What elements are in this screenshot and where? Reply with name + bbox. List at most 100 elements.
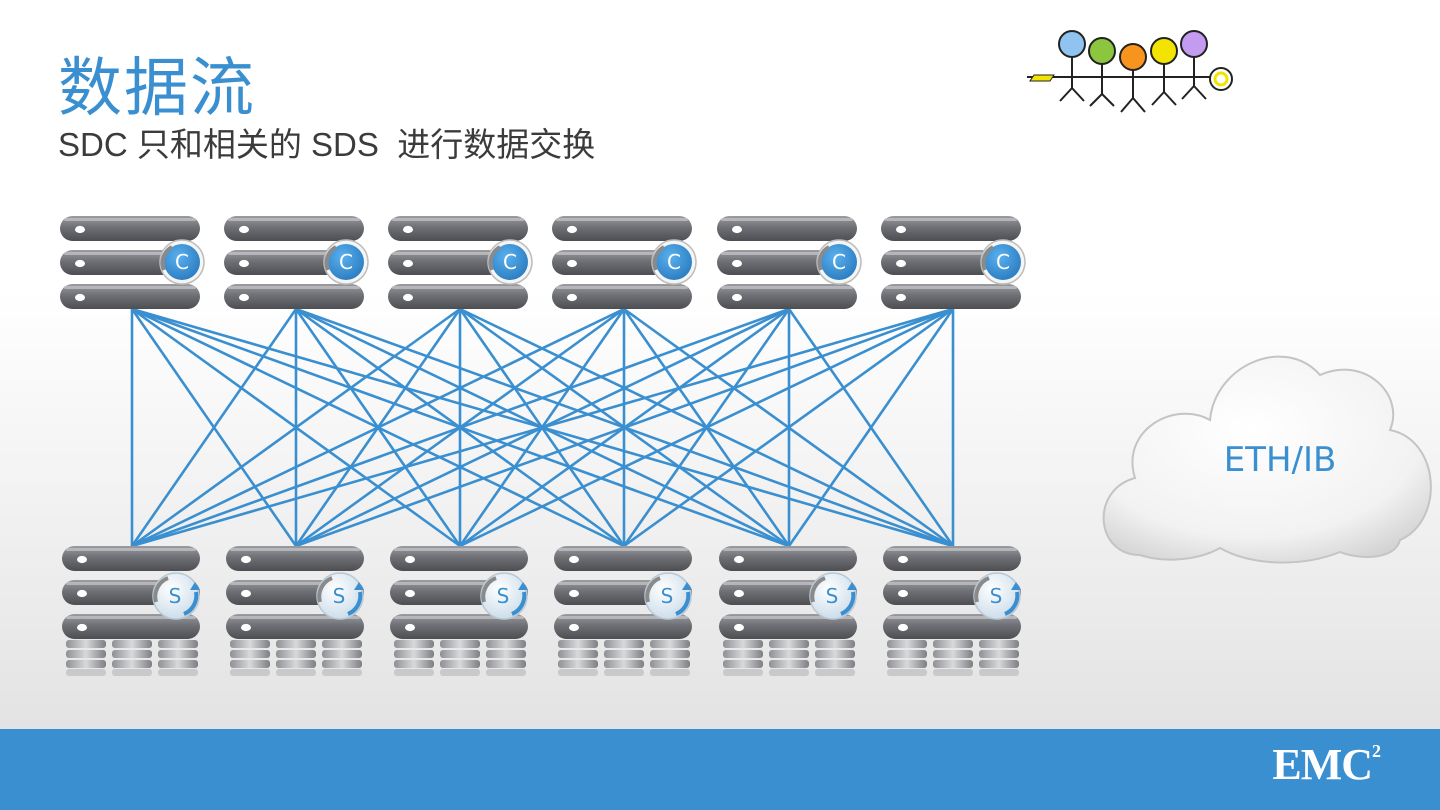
badge-arc — [481, 576, 497, 603]
disk-platter — [723, 660, 763, 668]
disk-stack-icon — [158, 640, 198, 676]
led-indicator — [75, 293, 85, 302]
connection-line — [130, 308, 298, 547]
sdc-badge-label: C — [996, 250, 1010, 274]
badge-arc — [817, 245, 831, 271]
slab-highlight — [394, 616, 524, 619]
sds-badge-label: S — [826, 584, 839, 608]
sdc-badge-icon — [656, 244, 692, 280]
slab-highlight — [230, 616, 360, 619]
sds-storage-server: S — [226, 546, 364, 676]
slide-subtitle: SDC 只和相关的 SDS 进行数据交换 — [58, 126, 596, 163]
disk-platter — [322, 650, 362, 658]
led-indicator — [569, 555, 579, 564]
sdc-client-server: C — [717, 216, 862, 309]
disk-platter — [604, 650, 644, 658]
disk-platter — [650, 640, 690, 648]
connection-lines — [130, 307, 955, 548]
sdc-client-server: C — [388, 216, 533, 309]
disk-platter — [933, 660, 973, 668]
disk-platter — [112, 660, 152, 668]
badge-arrow — [518, 582, 528, 590]
led-indicator — [239, 259, 249, 268]
server-slab — [226, 614, 364, 639]
disk-reflection — [815, 669, 855, 676]
connection-line — [623, 307, 954, 548]
disk-platter — [230, 650, 270, 658]
disk-reflection — [230, 669, 270, 676]
disk-stack-icon — [66, 640, 106, 676]
disk-platter — [979, 640, 1019, 648]
led-indicator — [75, 259, 85, 268]
sdc-badge-icon — [328, 244, 364, 280]
disk-platter — [979, 660, 1019, 668]
badge-arc — [160, 245, 174, 271]
led-indicator — [239, 293, 249, 302]
led-indicator — [77, 589, 87, 598]
disk-platter — [723, 650, 763, 658]
footer-bar: EMC2 — [0, 729, 1440, 810]
slab-highlight — [723, 616, 853, 619]
badge-arrow — [847, 582, 857, 590]
sdc-client-server: C — [881, 216, 1026, 309]
led-indicator — [734, 623, 744, 632]
disk-platter — [276, 650, 316, 658]
server-slab — [62, 546, 200, 571]
slab-highlight — [885, 286, 1017, 289]
led-indicator — [241, 589, 251, 598]
disk-platter — [440, 650, 480, 658]
disk-platter — [650, 660, 690, 668]
led-indicator — [405, 555, 415, 564]
slab-highlight — [66, 616, 196, 619]
server-slab — [881, 216, 1021, 241]
disk-platter — [230, 660, 270, 668]
sds-badge-icon — [644, 572, 692, 620]
disk-stack-icon — [604, 640, 644, 676]
server-slab — [552, 216, 692, 241]
disk-reflection — [604, 669, 644, 676]
server-slab — [62, 614, 200, 639]
led-indicator — [898, 623, 908, 632]
disk-stack-icon — [230, 640, 270, 676]
server-slab — [881, 284, 1021, 309]
disk-stack-icon — [322, 640, 362, 676]
disk-platter — [933, 640, 973, 648]
slab-highlight — [558, 548, 688, 551]
server-slab — [883, 546, 1021, 571]
disk-platter — [887, 660, 927, 668]
server-slab — [719, 546, 857, 571]
slab-highlight — [64, 286, 196, 289]
disk-stack-icon — [933, 640, 973, 676]
disk-reflection — [933, 669, 973, 676]
server-slab — [554, 614, 692, 639]
led-indicator — [405, 589, 415, 598]
disk-stack-icon — [887, 640, 927, 676]
sds-storage-server: S — [62, 546, 200, 676]
disk-platter — [933, 650, 973, 658]
cloud-label: ETH/IB — [1223, 440, 1337, 480]
slab-highlight — [887, 616, 1017, 619]
disk-platter — [486, 650, 526, 658]
network-cloud-icon — [1102, 355, 1432, 564]
led-indicator — [75, 225, 85, 234]
disk-platter — [440, 660, 480, 668]
badge-arc — [153, 576, 169, 603]
server-slab — [717, 216, 857, 241]
slab-highlight — [392, 218, 524, 221]
led-indicator — [896, 225, 906, 234]
led-indicator — [77, 623, 87, 632]
disk-platter — [276, 640, 316, 648]
disk-platter — [769, 650, 809, 658]
led-indicator — [732, 293, 742, 302]
disk-platter — [440, 640, 480, 648]
disk-platter — [394, 650, 434, 658]
led-indicator — [734, 555, 744, 564]
sds-badge-label: S — [169, 584, 182, 608]
disk-platter — [815, 660, 855, 668]
sds-badge-label: S — [661, 584, 674, 608]
disk-stack-icon — [979, 640, 1019, 676]
disk-platter — [604, 660, 644, 668]
disk-stack-icon — [112, 640, 152, 676]
badge-arc — [488, 245, 502, 271]
